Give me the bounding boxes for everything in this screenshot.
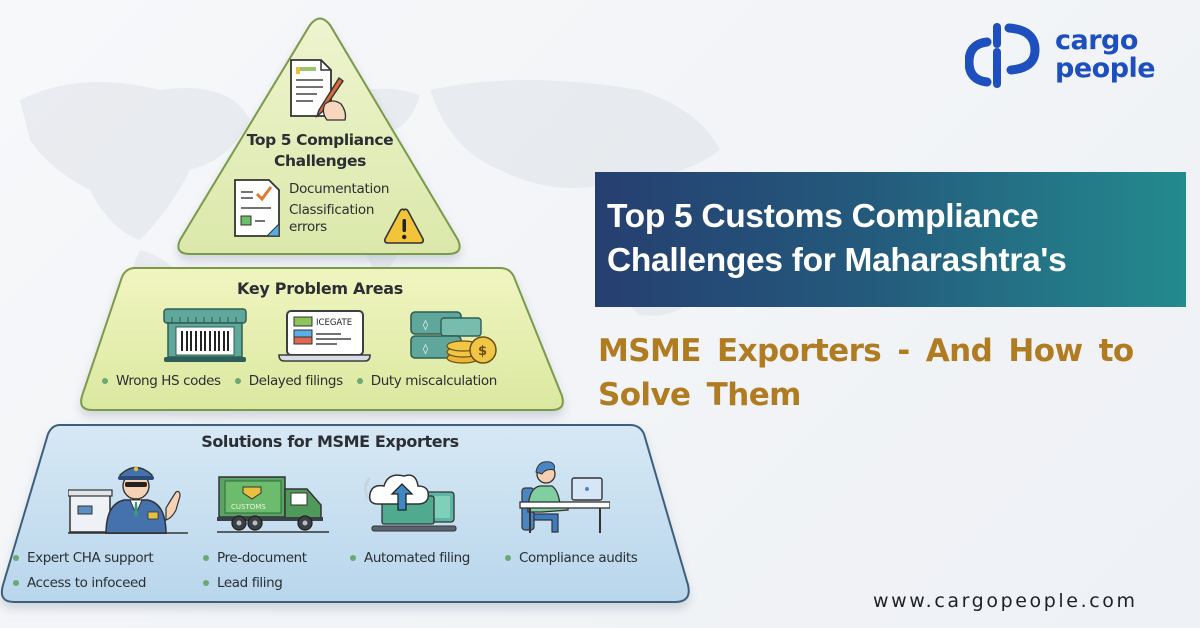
svg-text:ICEGATE: ICEGATE: [316, 318, 352, 328]
person-at-laptop-icon: [519, 461, 610, 533]
tier-bottom-title: Solutions for MSME Exporters: [201, 432, 459, 451]
headline-line-2: Challenges for Maharashtra's: [607, 242, 1067, 279]
document-pen-icon: [290, 59, 347, 121]
solution-item: Expert CHA support: [27, 549, 154, 566]
solution-item: Compliance audits: [519, 549, 638, 566]
website-link[interactable]: www.cargopeople.com: [873, 590, 1138, 612]
solution-item: Lead filing: [217, 574, 283, 591]
icegate-laptop-icon: ICEGATE: [278, 310, 371, 362]
problem-item: Duty miscalculation: [370, 373, 498, 389]
warning-icon: [384, 208, 424, 244]
cargo-people-logo-icon: [965, 23, 1040, 88]
headline-banner: Top 5 Customs Compliance Challenges for …: [595, 172, 1186, 307]
solution-item: Automated filing: [364, 549, 470, 566]
cargo-people-logo[interactable]: cargo people: [965, 22, 1156, 88]
headline-line-1: Top 5 Customs Compliance: [607, 198, 1039, 235]
customs-truck-icon: CUSTOMS: [217, 476, 329, 533]
tier-top-items: Documentation Classification errors: [289, 181, 389, 236]
bullet-icon: [203, 579, 209, 586]
barcode-store-icon: [163, 308, 247, 362]
bullet-icon: [102, 378, 108, 384]
tier-top-title: Top 5 Compliance Challenges: [246, 131, 394, 170]
tier-middle-items: Wrong HS codes Delayed filings Duty misc…: [102, 373, 562, 389]
logo-wordmark: cargo people: [1055, 25, 1156, 84]
bullet-icon: [356, 378, 363, 384]
svg-text:$: $: [478, 344, 487, 359]
bullet-icon: [350, 554, 356, 561]
bullet-icon: [13, 579, 19, 586]
svg-text:◊: ◊: [423, 319, 428, 331]
bullet-icon: [13, 554, 19, 561]
challenge-item: Classification errors: [289, 202, 375, 235]
cloud-upload-icon: [363, 474, 457, 532]
tier-bottom-items: Expert CHA support Pre-document Automate…: [13, 545, 683, 595]
solution-item: Access to infoceed: [27, 574, 147, 591]
solution-item: Pre-document: [217, 549, 307, 566]
tier-middle-title: Key Problem Areas: [237, 279, 403, 298]
subheadline: MSME Exporters - And How to Solve Them: [598, 333, 1134, 413]
svg-text:CUSTOMS: CUSTOMS: [231, 503, 266, 511]
bullet-icon: [505, 554, 511, 561]
challenge-item: Documentation: [289, 181, 390, 197]
bullet-icon: [203, 554, 209, 561]
bullet-icon: [234, 378, 241, 384]
money-coins-icon: ◊ ◊ $: [410, 311, 497, 364]
problem-item: Wrong HS codes: [116, 373, 221, 389]
compliance-pyramid: Top 5 Compliance Challenges Documentatio…: [0, 17, 690, 603]
svg-text:◊: ◊: [423, 343, 428, 355]
checklist-icon: [234, 179, 280, 237]
customs-officer-icon: [68, 466, 188, 534]
problem-item: Delayed filings: [248, 373, 343, 389]
